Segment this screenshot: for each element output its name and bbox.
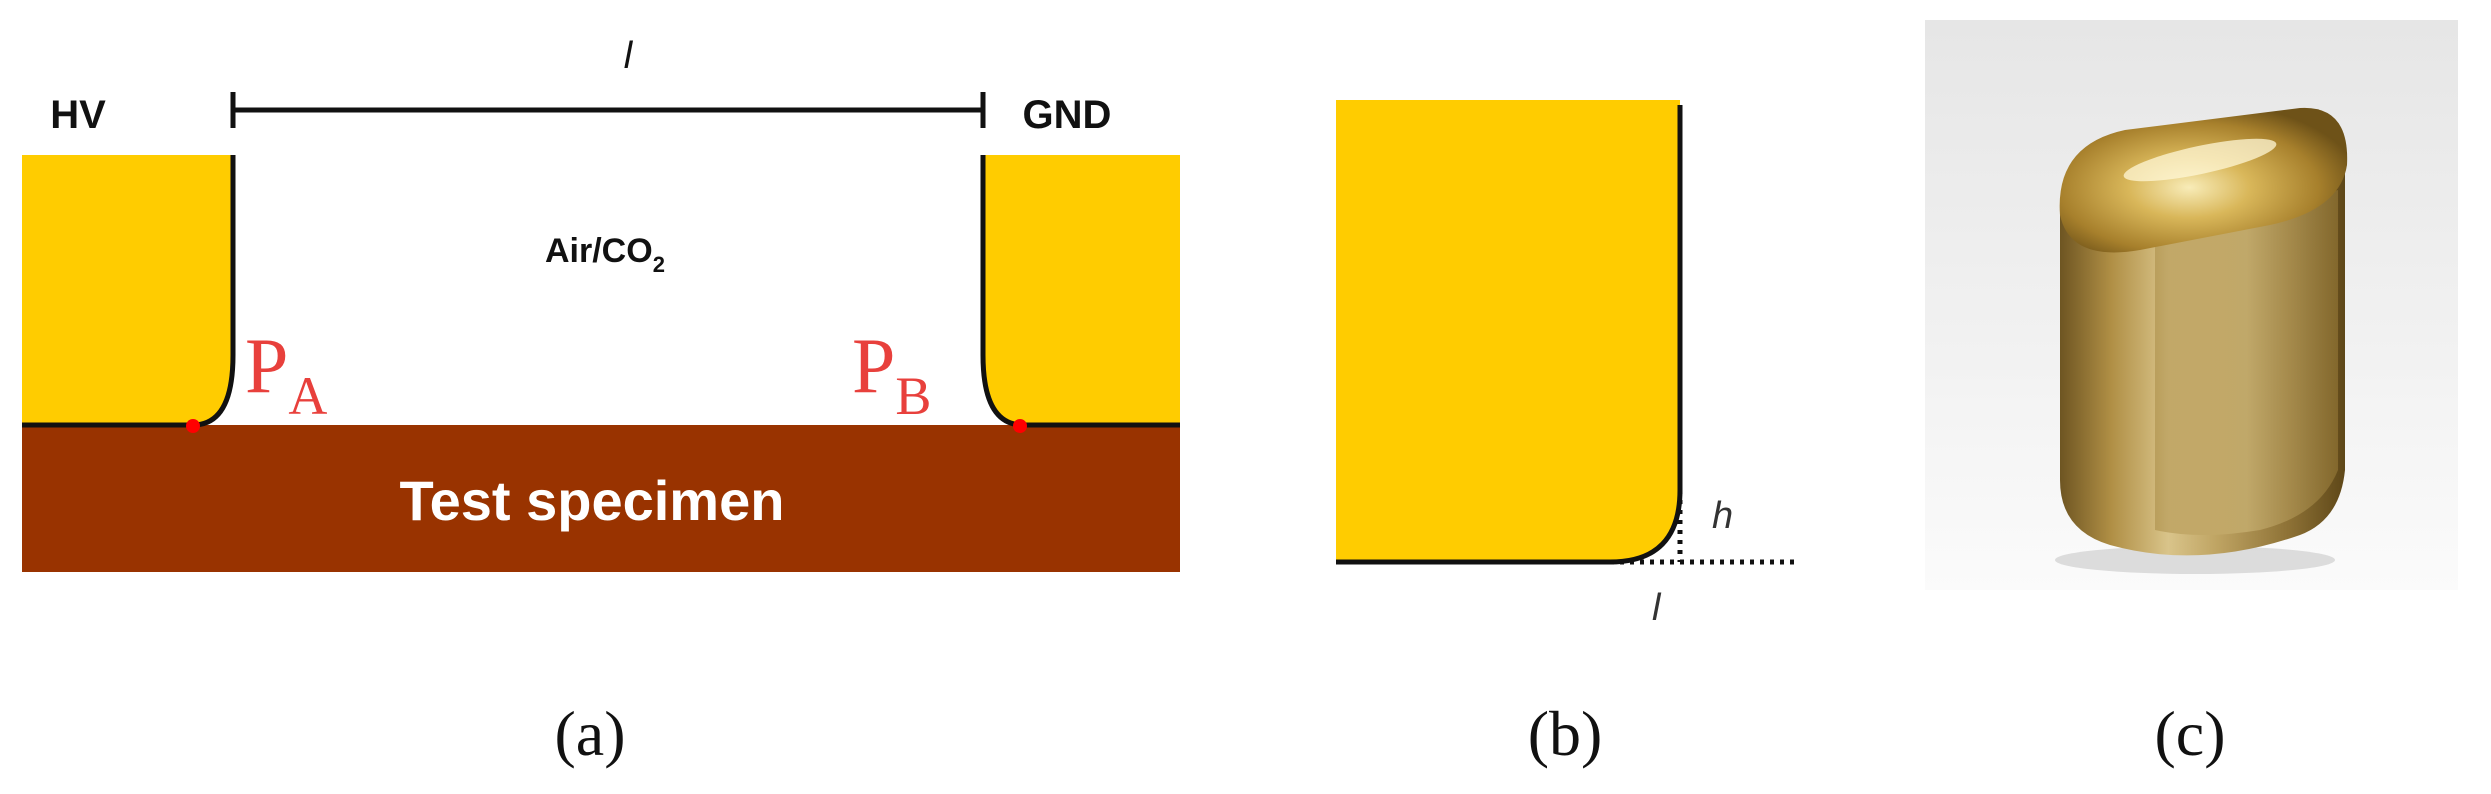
radius-height-label: h (1712, 495, 1733, 537)
gas-medium-subscript: 2 (653, 252, 665, 277)
caption-c: (c) (2154, 698, 2225, 769)
brass-electrode-specular (2123, 138, 2277, 182)
point-a-main: P (245, 322, 288, 409)
caption-b: (b) (1528, 698, 1603, 769)
point-b-main: P (852, 322, 895, 409)
point-a-label: PA (245, 322, 327, 426)
gas-medium-label: Air/CO2 (545, 232, 665, 277)
caption-a: (a) (554, 698, 625, 769)
test-specimen-block (22, 425, 1180, 572)
radius-length-label: l (1652, 587, 1662, 629)
point-b-label: PB (852, 322, 931, 426)
specimen-label: Test specimen (400, 469, 785, 532)
hv-electrode (22, 155, 233, 425)
point-b-subscript: B (895, 366, 931, 426)
point-a-marker (186, 419, 200, 433)
gnd-electrode (983, 155, 1180, 425)
electrode-edge-block (1336, 100, 1680, 562)
point-b-marker (1013, 419, 1027, 433)
electrode-shadow (2055, 546, 2335, 574)
gnd-label: GND (1023, 93, 1112, 137)
point-a-subscript: A (288, 366, 327, 426)
gap-length-label: l (624, 35, 634, 77)
panel-c-brass-electrode-photo (1925, 20, 2458, 590)
brass-electrode-face (2155, 190, 2338, 535)
panel-b-electrode-edge-detail: h l (1336, 100, 1800, 629)
panel-a-electrode-diagram: Test specimen l HV GND Air/CO2 PA PB (22, 35, 1180, 572)
hv-label: HV (50, 93, 106, 137)
electrode-edge-outline (1336, 105, 1683, 565)
gas-medium-text: Air/CO (545, 232, 653, 270)
